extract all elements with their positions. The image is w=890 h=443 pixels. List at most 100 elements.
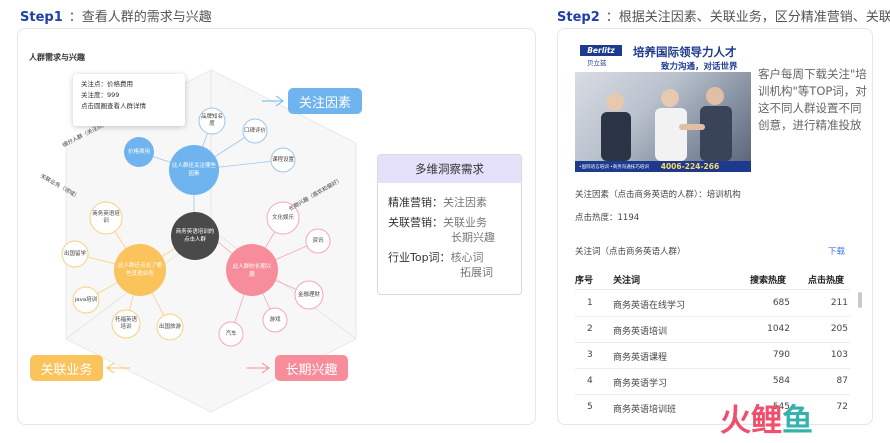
node-games-label[interactable]: 游戏 [269, 316, 281, 323]
row-click: 72 [836, 402, 848, 412]
row-word: 商务英语课程 [613, 353, 668, 363]
node-news-label[interactable]: 资讯 [312, 237, 324, 244]
node-cars-label[interactable]: 汽车 [225, 330, 237, 337]
node-java [72, 286, 100, 314]
node-finance [294, 280, 324, 310]
arrow-orange-icon [106, 362, 130, 374]
row-word: 商务英语在线学习 [613, 301, 686, 311]
table-scrollbar[interactable] [858, 292, 862, 308]
node-culture-label[interactable]: 文化娱乐 [271, 214, 294, 221]
insight-value: 拓展词 [460, 266, 493, 279]
ad-title: 培养国际领导力人才 [633, 45, 737, 59]
ad-logo-cn: 贝立兹 [587, 59, 607, 67]
step1-heading: Step1：查看人群的需求与兴趣 [20, 6, 212, 25]
node-brand-label[interactable]: 品牌知名度 [200, 114, 223, 127]
table-divider [575, 289, 850, 290]
row-click: 103 [830, 350, 848, 360]
row-divider [575, 316, 850, 317]
row-divider [575, 394, 850, 395]
col-header-no: 序号 [575, 276, 594, 286]
brand-char-3: 鱼 [782, 403, 813, 439]
related-business-pill[interactable]: 关联业务 [30, 355, 103, 381]
tooltip-attention: 关注度：999 [81, 91, 120, 99]
node-travel [156, 313, 184, 341]
row-no: 4 [587, 376, 593, 386]
hub-blue-label[interactable]: 比人群还关注哪些因素 [171, 163, 216, 177]
click-heat-text: 点击热度：1194 [575, 213, 640, 223]
row-search: 790 [772, 350, 790, 360]
node-review-label[interactable]: 口碑评价 [244, 127, 267, 134]
row-divider [575, 368, 850, 369]
step1-label: Step1 [20, 10, 63, 25]
row-no: 5 [587, 402, 593, 412]
insight-key: 行业Top词： [388, 251, 451, 264]
insight-row-1: 精准营销：关注因素 [388, 196, 487, 210]
ad-footer-text: •国际语言培训 •商务沟通技巧培训 [579, 164, 649, 170]
col-header-click: 点击热度 [808, 276, 845, 286]
node-course-label[interactable]: 课程设置 [272, 156, 295, 163]
node-tooltip: 关注点：价格费用 关注度：999 点击圆圈查看人群详情 [73, 74, 185, 126]
brand-char-1: 火 [720, 403, 751, 439]
row-no: 1 [587, 298, 593, 308]
step2-label: Step2 [557, 10, 600, 25]
ad-photo [575, 72, 751, 161]
row-click: 87 [836, 376, 848, 386]
row-click: 211 [830, 298, 848, 308]
insight-row-5: 拓展词 [460, 266, 493, 280]
hub-red-label[interactable]: 此人群的长期兴趣 [232, 264, 272, 278]
row-click: 205 [830, 324, 848, 334]
ad-phone: 4006-224-266 [660, 162, 720, 171]
insight-card: 多维洞察需求 精准营销：关注因素 关联营销：关联业务 长期兴趣 行业Top词：核… [377, 154, 522, 295]
node-price-label[interactable]: 价格费用 [127, 149, 150, 155]
insight-value: 关注因素 [443, 196, 487, 209]
watermark-logo: 火鲤鱼 [720, 395, 813, 440]
row-search: 1042 [767, 324, 790, 334]
focus-factor-text: 关注因素（点击商务英语的人群）：培训机构 [575, 190, 741, 200]
insight-row-2: 关联营销：关联业务 [388, 216, 487, 230]
ad-logo: Berlitz [580, 45, 622, 56]
hub-red [226, 244, 278, 296]
row-word: 商务英语学习 [613, 379, 668, 389]
center-node-label[interactable]: 商务英语培训的点击人群 [175, 229, 215, 243]
ad-footer: •国际语言培训 •商务沟通技巧培训 4006-224-266 [575, 161, 751, 172]
insight-row-4: 行业Top词：核心词 [388, 251, 484, 265]
hub-orange-label[interactable]: 此人群还点击了哪些其他业务 [117, 263, 162, 277]
node-course [270, 147, 296, 173]
long-term-interest-pill[interactable]: 长期兴趣 [275, 355, 348, 381]
center-node [171, 212, 219, 260]
node-finance-label[interactable]: 金融理财 [297, 291, 320, 298]
tooltip-hint: 点击圆圈查看人群详情 [81, 102, 146, 110]
row-no: 3 [587, 350, 593, 360]
step2-text: ：根据关注因素、关联业务，区分精准营销、关联营销 [605, 10, 890, 25]
hub-orange [114, 244, 166, 296]
node-games [262, 307, 288, 333]
panel-title: 人群需求与兴趣 [29, 53, 85, 62]
node-culture [266, 201, 300, 235]
node-biz-english-label[interactable]: 商务英语培训 [92, 211, 120, 224]
node-study-abroad [61, 240, 89, 268]
download-link[interactable]: 下载 [828, 247, 846, 257]
node-java-label[interactable]: java培训 [74, 296, 98, 303]
col-header-search: 搜索热度 [750, 276, 787, 286]
row-search: 545 [772, 402, 790, 412]
node-brand [198, 107, 226, 135]
node-cars [218, 321, 244, 347]
row-word: 商务英语培训 [613, 327, 668, 337]
node-price [124, 137, 154, 167]
table-title: 关注词（点击商务英语人群） [575, 247, 686, 257]
tooltip-focus: 关注点：价格费用 [81, 80, 133, 88]
row-word: 商务英语培训班 [613, 405, 677, 415]
node-travel-label[interactable]: 出国旅游 [159, 323, 182, 330]
col-header-word: 关注词 [613, 276, 641, 286]
insight-value: 长期兴趣 [451, 231, 495, 244]
ad-subtitle: 致力沟通，对话世界 [661, 62, 738, 72]
focus-factor-pill[interactable]: 关注因素 [288, 88, 362, 114]
step2-heading: Step2 ：根据关注因素、关联业务，区分精准营销、关联营销 [557, 6, 890, 25]
insight-key: 关联营销： [388, 216, 443, 229]
node-study-abroad-label[interactable]: 出国留学 [63, 250, 86, 257]
node-biz-english [89, 201, 123, 235]
node-toeic-label[interactable]: 托福英语培训 [114, 317, 137, 330]
row-no: 2 [587, 324, 593, 334]
